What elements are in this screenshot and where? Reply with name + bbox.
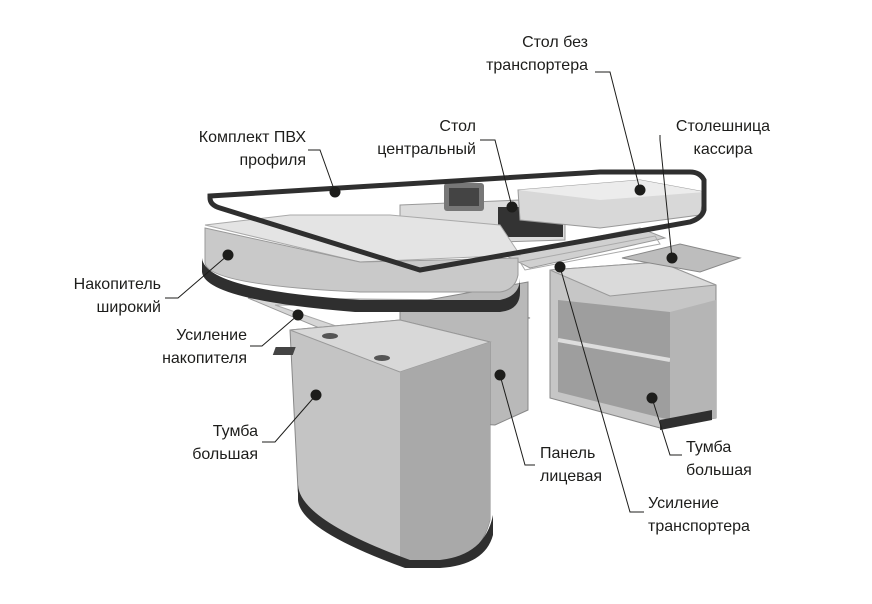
callout-dots — [222, 184, 678, 404]
left-large-cabinet — [272, 319, 493, 568]
leader-lines — [165, 71, 682, 513]
right-large-cabinet — [549, 261, 717, 430]
pvc-profile-frame — [207, 169, 707, 273]
cashier-top-shape — [621, 243, 742, 273]
table-no-conveyor-shape — [517, 179, 706, 229]
